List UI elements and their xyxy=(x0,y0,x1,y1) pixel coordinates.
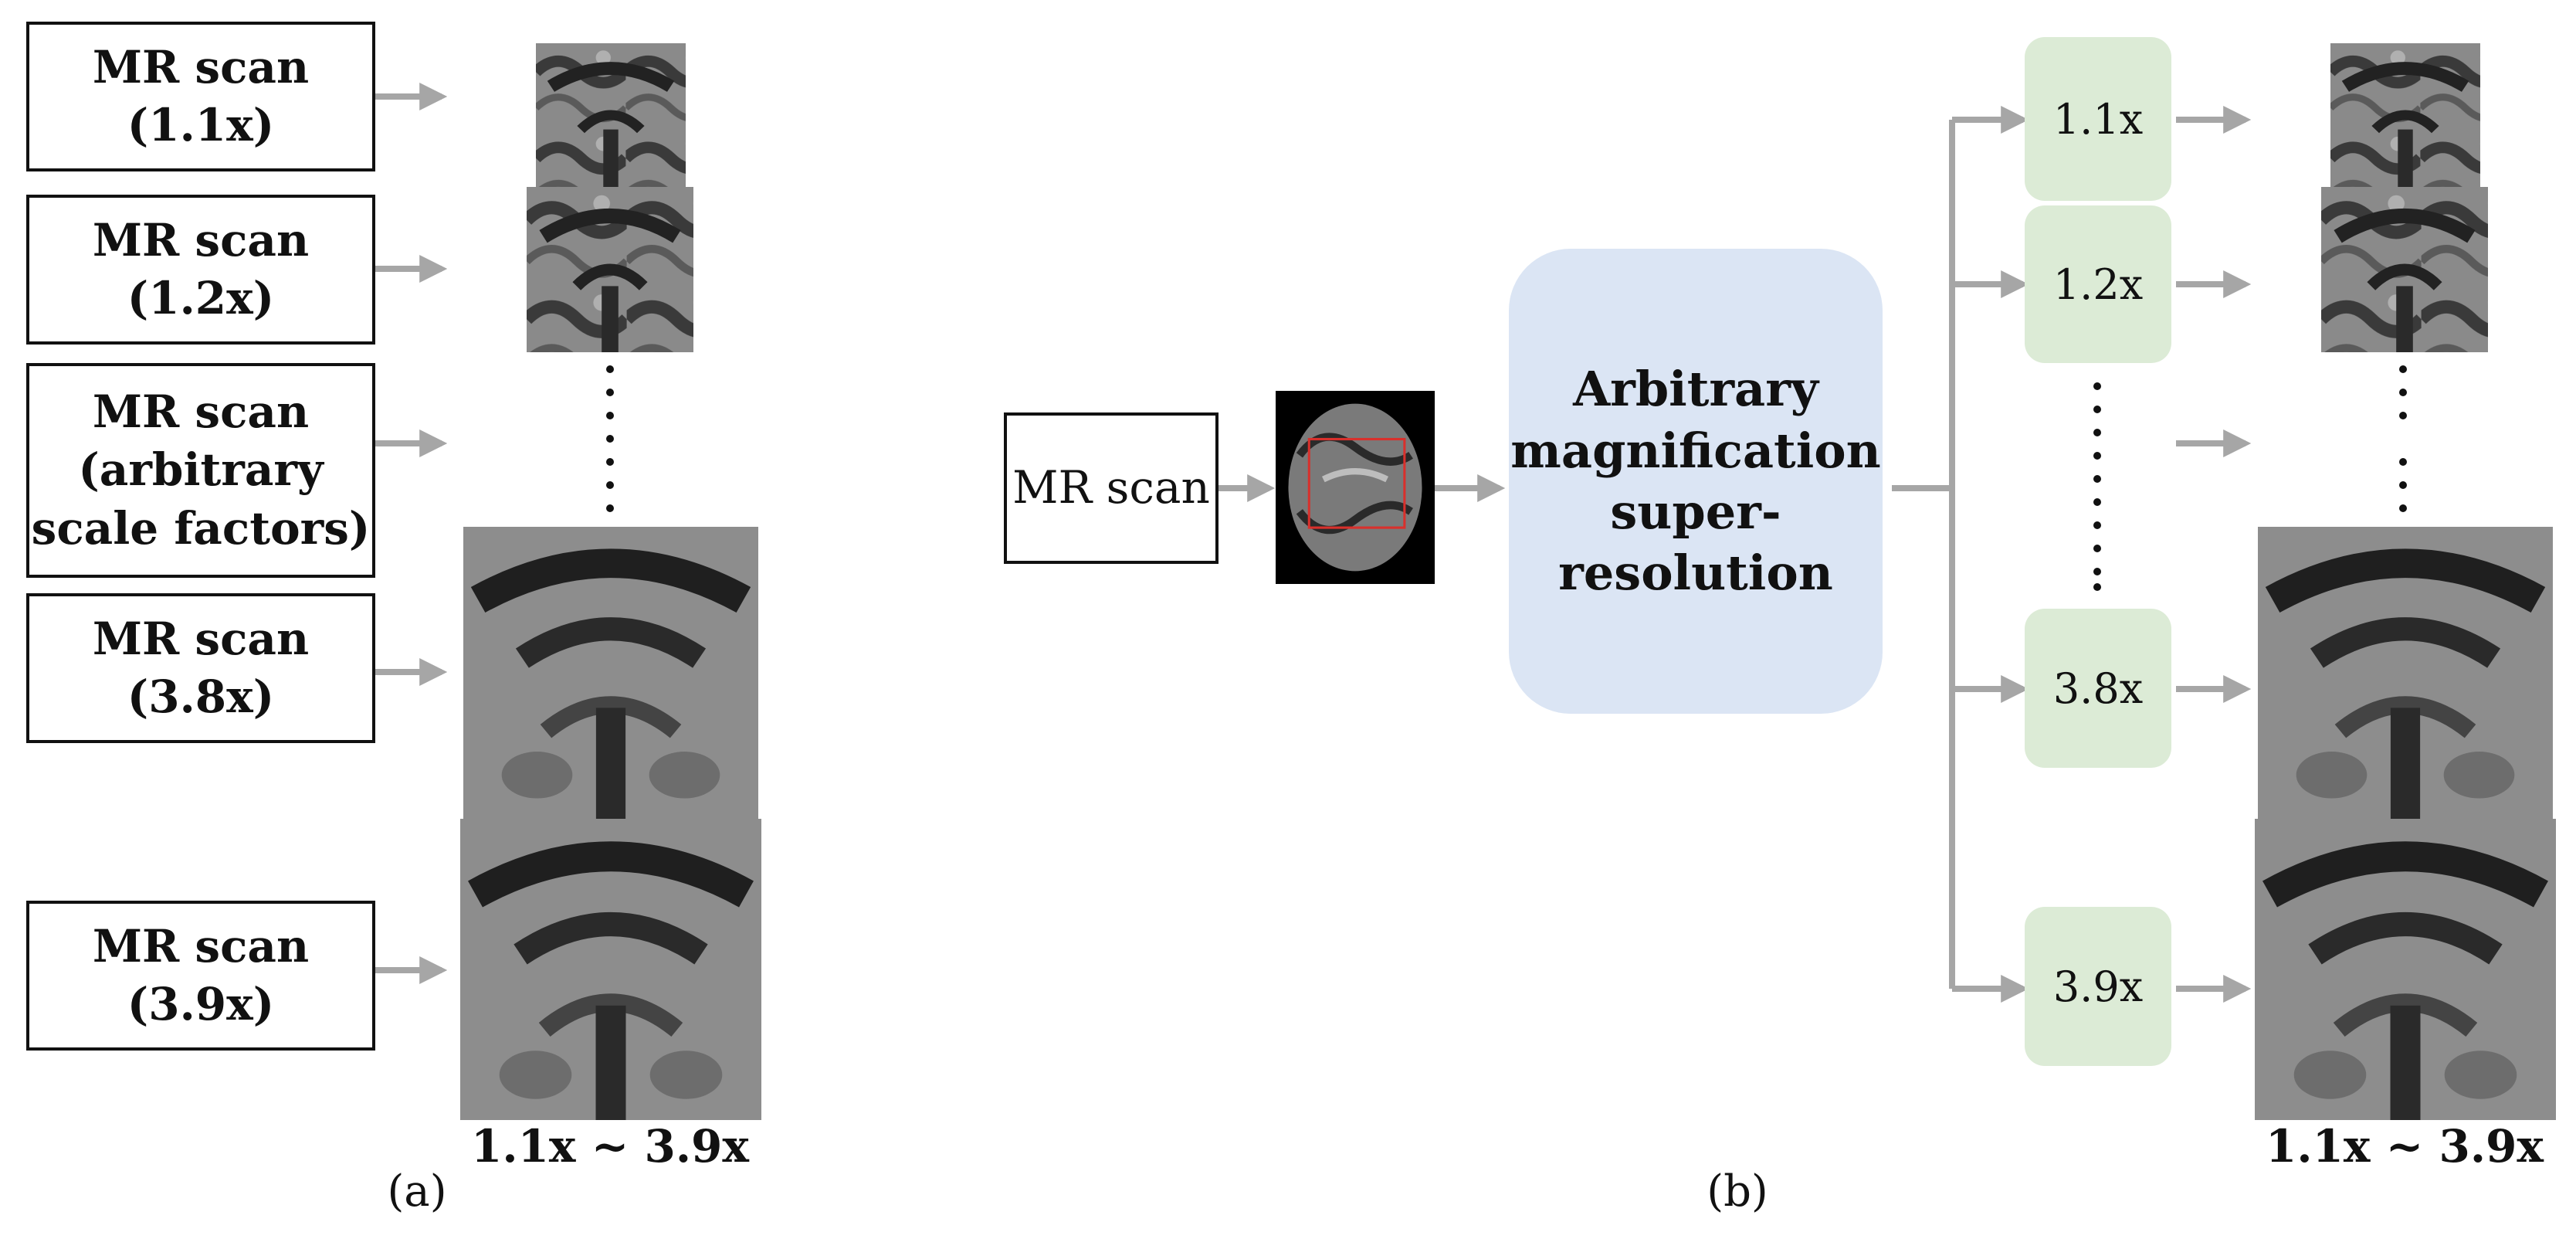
scale-3-9x: 3.9x xyxy=(2025,907,2171,1066)
panel-b-ellipsis-outputs xyxy=(2399,365,2407,512)
super-resolution-model: Arbitrary magnification super- resolutio… xyxy=(1509,249,1883,714)
output-crop-1-2x xyxy=(2321,187,2488,352)
mri-crop-3-8x xyxy=(463,527,758,819)
panel-a-label: (a) xyxy=(387,1166,447,1217)
output-crop-3-8x xyxy=(2258,527,2553,819)
crop-region-box xyxy=(1307,437,1406,529)
panel-b-ellipsis-scales xyxy=(2093,382,2101,591)
mri-crop-1-1x xyxy=(536,43,686,187)
mri-crop-1-2x xyxy=(527,187,693,352)
panel-a-range-label: 1.1x ~ 3.9x xyxy=(471,1120,749,1173)
output-crop-1-1x xyxy=(2330,43,2480,187)
panel-a-ellipsis xyxy=(606,365,614,512)
mr-scan-box-arbitrary: MR scan (arbitrary scale factors) xyxy=(26,363,375,578)
mr-scan-box-3-9x: MR scan (3.9x) xyxy=(26,901,375,1051)
mri-crop-3-9x xyxy=(460,819,761,1120)
output-crop-3-9x xyxy=(2255,819,2556,1120)
panel-b-range-label: 1.1x ~ 3.9x xyxy=(2266,1120,2544,1173)
input-brain-slice xyxy=(1276,391,1435,584)
scale-1-2x: 1.2x xyxy=(2025,205,2171,363)
mr-scan-box-1-1x: MR scan (1.1x) xyxy=(26,22,375,171)
scale-1-1x: 1.1x xyxy=(2025,37,2171,201)
mr-scan-box-3-8x: MR scan (3.8x) xyxy=(26,593,375,743)
mr-scan-box-1-2x: MR scan (1.2x) xyxy=(26,195,375,345)
panel-b-label: (b) xyxy=(1707,1166,1768,1217)
scale-3-8x: 3.8x xyxy=(2025,609,2171,768)
input-mr-scan-box: MR scan xyxy=(1004,412,1219,564)
panel-a-arrows xyxy=(375,83,448,984)
panel-b-arrows xyxy=(1219,106,2252,1003)
